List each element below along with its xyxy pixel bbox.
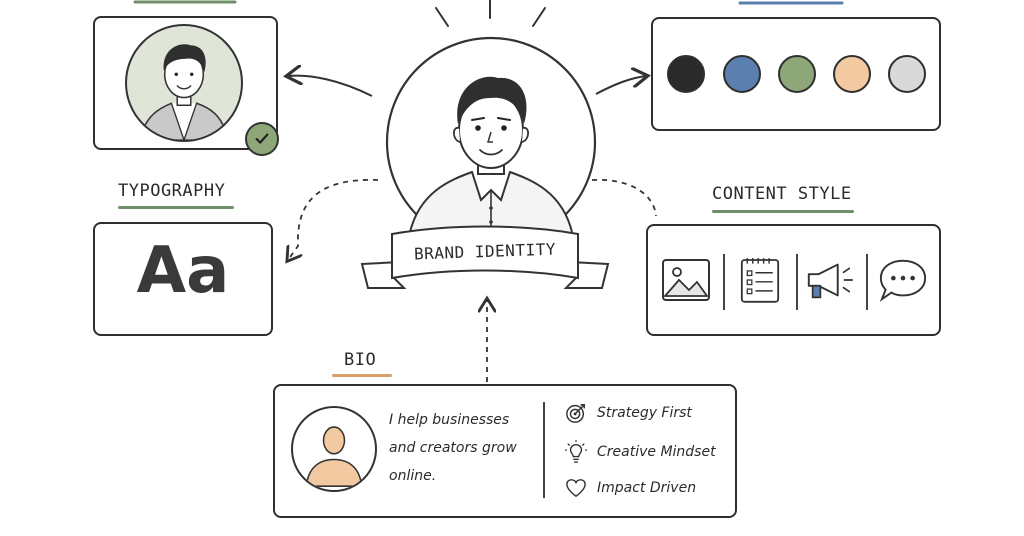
brand-identity-banner: BRAND IDENTITY (360, 222, 610, 294)
spark-line (435, 7, 449, 27)
bio-text-line: online. (389, 468, 437, 484)
megaphone-icon (798, 226, 862, 334)
color-swatch-gray (888, 55, 926, 93)
typography-sample: Aa (136, 234, 230, 308)
target-icon (566, 404, 585, 423)
trait-impact-driven: Impact Driven (565, 478, 696, 498)
central-portrait (380, 32, 602, 262)
icon-divider (723, 254, 725, 310)
checklist-icon (728, 226, 792, 334)
trait-label: Creative Mindset (597, 444, 716, 460)
color-swatch-green (778, 55, 816, 93)
color-swatch-peach (833, 55, 871, 93)
profile-photo-card (93, 16, 279, 156)
bio-divider (543, 402, 545, 498)
trait-creative-mindset: Creative Mindset (565, 440, 716, 464)
image-icon (654, 226, 718, 334)
icon-divider (866, 254, 868, 310)
chat-bubble-icon (870, 226, 936, 334)
bio-underline (332, 374, 392, 377)
icon-divider (796, 254, 798, 310)
verified-badge (245, 122, 279, 156)
content-style-title: CONTENT STYLE (712, 184, 852, 204)
checkmark-icon (255, 133, 269, 144)
bio-text-line: and creators grow (389, 440, 517, 456)
bio-text: I help businesses and creators grow onli… (389, 406, 539, 490)
arrow-to-photo (288, 76, 373, 97)
color-swatch-black (667, 55, 705, 93)
trait-label: Strategy First (597, 405, 692, 421)
typography-underline (118, 206, 234, 209)
content-style-card (646, 224, 941, 336)
color-palette-card (651, 17, 941, 131)
spark-line (532, 7, 546, 27)
typography-title: TYPOGRAPHY (118, 181, 226, 201)
person-silhouette-icon (305, 426, 363, 487)
color-swatch-blue (723, 55, 761, 93)
arrow-to-palette (595, 76, 646, 95)
bio-avatar (291, 406, 377, 492)
trait-strategy-first: Strategy First (565, 402, 692, 424)
typography-card: Aa (93, 222, 273, 336)
profile-photo (125, 24, 243, 142)
bio-card: I help businesses and creators grow onli… (273, 384, 737, 518)
lightbulb-icon (565, 440, 587, 463)
person-illustration (385, 36, 597, 248)
bio-text-line: I help businesses (389, 412, 510, 428)
heart-icon (566, 479, 586, 498)
trait-label: Impact Driven (597, 480, 697, 496)
content-style-underline (712, 210, 854, 213)
ribbon-shape (360, 225, 610, 289)
bio-title: BIO (344, 350, 377, 370)
avatar-illustration (139, 44, 229, 140)
